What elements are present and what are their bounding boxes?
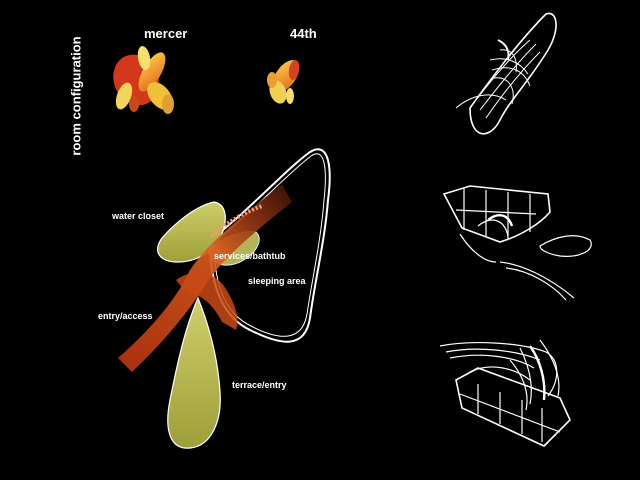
room-plan <box>118 148 331 449</box>
terrace-entry-label: terrace/entry <box>232 380 287 390</box>
wireframe-view-3 <box>439 339 571 447</box>
wireframe-view-1 <box>455 12 557 135</box>
services-bathtub-label: services/bathtub <box>214 251 286 261</box>
wireframe-view-2 <box>442 185 592 301</box>
room-configuration-title: room configuration <box>68 36 84 156</box>
terrace-entry-zone <box>167 296 221 449</box>
sleeping-area-outline <box>208 148 331 343</box>
44th-thumbnail <box>267 60 300 104</box>
entry-access-label: entry/access <box>98 311 153 321</box>
study-label-44th: 44th <box>290 26 317 41</box>
study-label-mercer: mercer <box>144 26 188 41</box>
sleeping-area-label: sleeping area <box>248 276 306 286</box>
water-closet-zone <box>157 201 226 263</box>
mercer-thumbnail <box>113 46 174 114</box>
water-closet-label: water closet <box>112 211 165 221</box>
